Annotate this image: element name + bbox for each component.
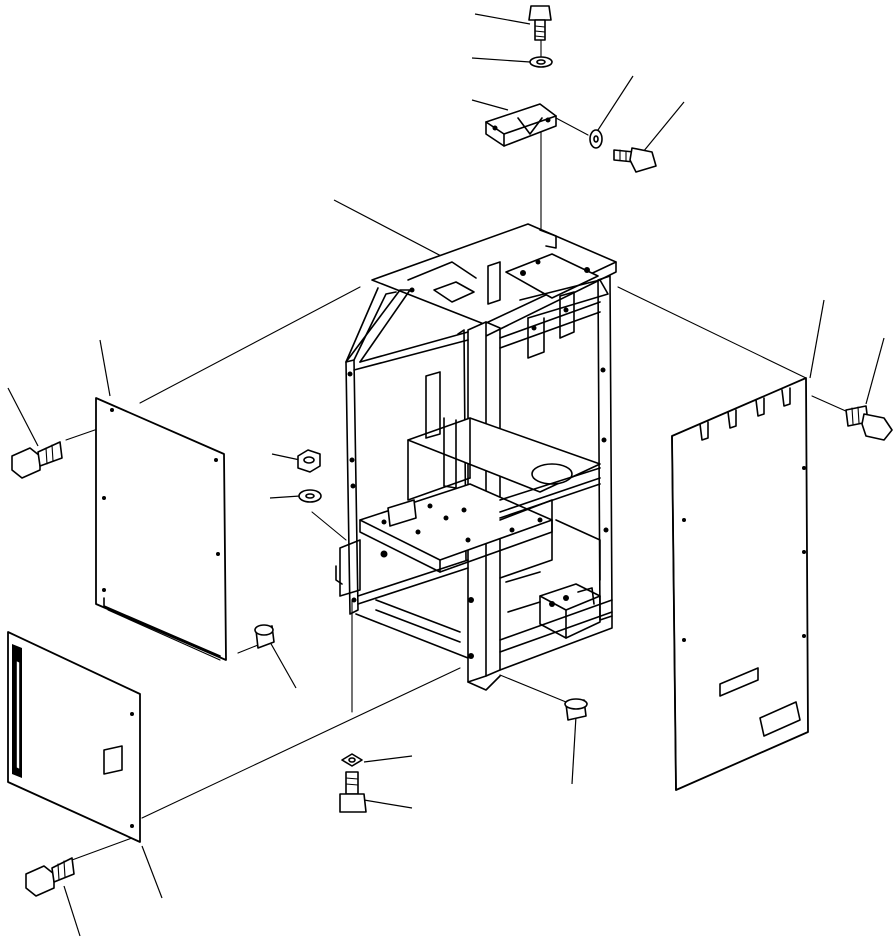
- bolt-right-upper-icon: [613, 147, 657, 173]
- washer-right-icon: [589, 129, 603, 149]
- bolt-left-upper-icon: [11, 441, 63, 479]
- cap-middle-left-icon: [254, 624, 275, 649]
- leader-lines: [7, 13, 885, 937]
- bolt-top-icon: [528, 5, 552, 41]
- washer-bottom-icon: [341, 753, 363, 767]
- left-upper-panel: [95, 397, 227, 661]
- bracket-top-icon: [485, 103, 557, 147]
- bolt-bottom-icon: [339, 771, 367, 813]
- bolt-left-lower-icon: [25, 857, 75, 897]
- left-lower-panel: [7, 631, 141, 843]
- nut-middle-icon: [297, 449, 321, 473]
- bolt-right-lower-icon: [845, 405, 893, 441]
- washer-top-icon: [529, 56, 553, 68]
- cap-bottom-right-icon: [564, 698, 588, 721]
- right-panel: [671, 377, 809, 791]
- washer-middle-icon: [298, 489, 322, 503]
- main-frame: [335, 223, 617, 691]
